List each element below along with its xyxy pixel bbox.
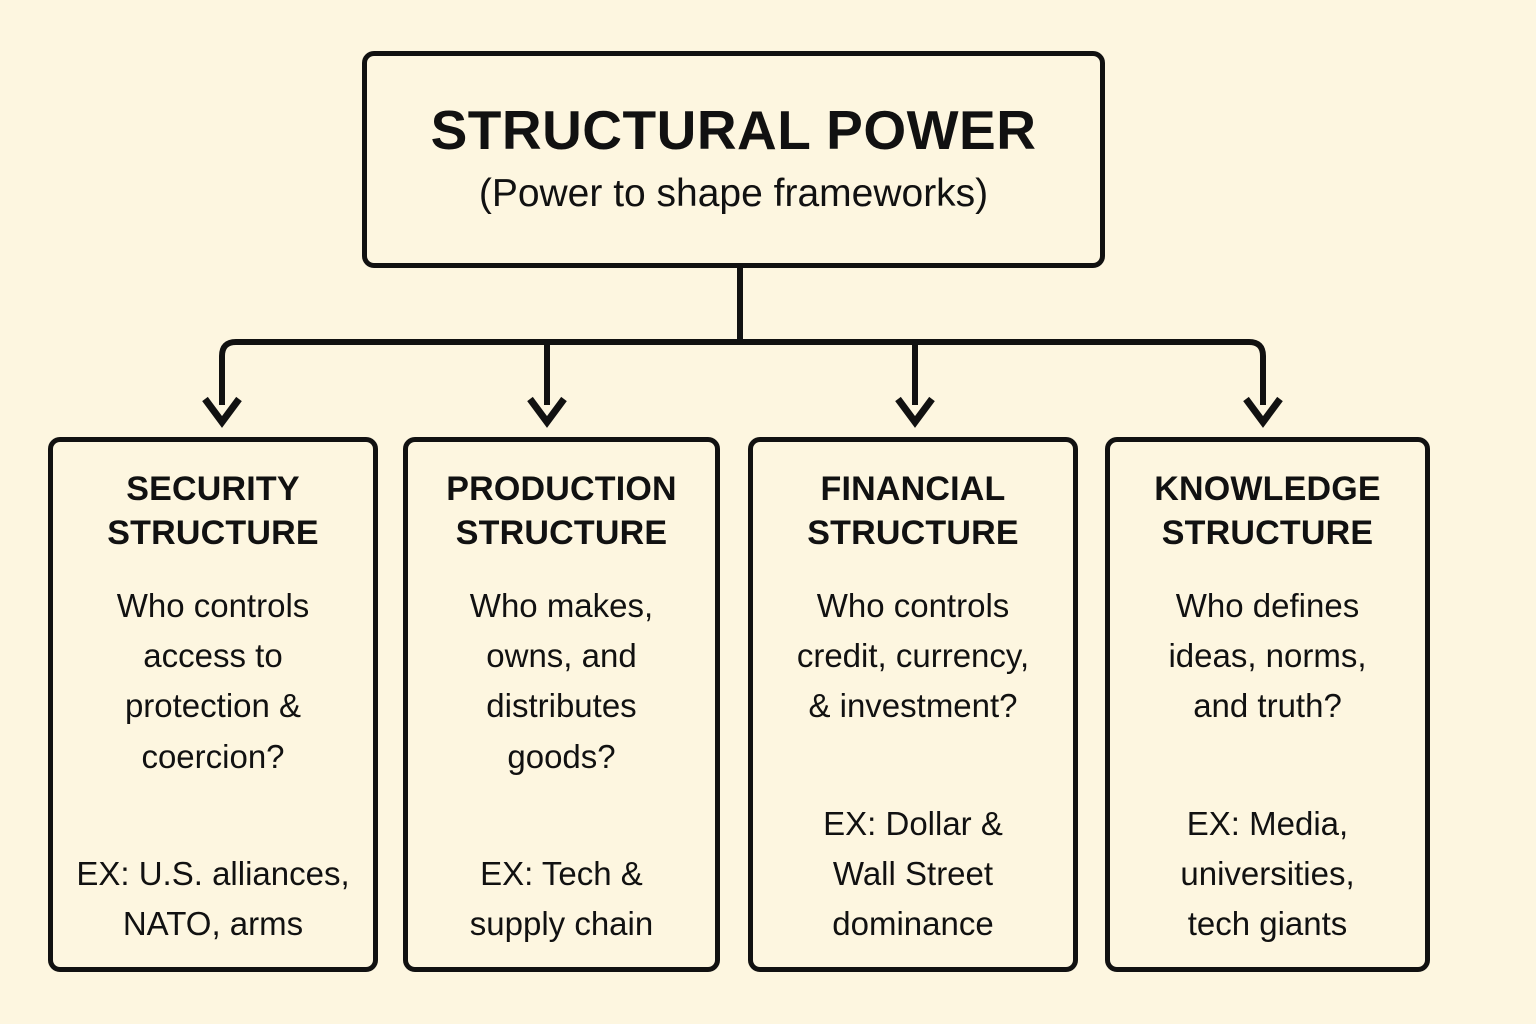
node-production-structure: PRODUCTION STRUCTURE Who makes, owns, an… (403, 437, 720, 972)
root-subtitle: (Power to shape frameworks) (478, 171, 989, 215)
node-example-wrap: EX: Tech & supply chain (414, 849, 709, 967)
node-example: EX: U.S. alliances, NATO, arms (76, 854, 350, 942)
node-title: KNOWLEDGE STRUCTURE (1154, 470, 1381, 552)
node-example-wrap: EX: Media, universities, tech giants (1116, 799, 1419, 967)
node-financial-structure: FINANCIAL STRUCTURE Who controls credit,… (748, 437, 1078, 972)
node-example: EX: Media, universities, tech giants (1180, 804, 1355, 942)
node-example: EX: Dollar & Wall Street dominance (823, 804, 1003, 942)
distribution-bus (219, 339, 1266, 395)
node-question: Who controls credit, currency, & investm… (796, 587, 1030, 725)
arrow-down-icon-2 (527, 396, 567, 428)
node-question: Who makes, owns, and distributes goods? (469, 587, 654, 775)
arrow-down-icon-4 (1243, 396, 1283, 428)
node-title: FINANCIAL STRUCTURE (807, 470, 1019, 552)
node-example-wrap: EX: U.S. alliances, NATO, arms (59, 849, 367, 967)
node-question: Who defines ideas, norms, and truth? (1168, 587, 1367, 725)
root-title: STRUCTURAL POWER (430, 99, 1037, 162)
node-knowledge-structure: KNOWLEDGE STRUCTURE Who defines ideas, n… (1105, 437, 1430, 972)
node-security-structure: SECURITY STRUCTURE Who controls access t… (48, 437, 378, 972)
node-title: PRODUCTION STRUCTURE (446, 470, 677, 552)
node-question: Who controls access to protection & coer… (116, 587, 310, 775)
node-title: SECURITY STRUCTURE (107, 470, 319, 552)
node-example-wrap: EX: Dollar & Wall Street dominance (759, 799, 1067, 967)
arrow-down-icon-1 (202, 396, 242, 428)
arrow-down-icon-3 (895, 396, 935, 428)
root-node: STRUCTURAL POWER (Power to shape framewo… (362, 51, 1105, 268)
node-example: EX: Tech & supply chain (469, 854, 654, 942)
